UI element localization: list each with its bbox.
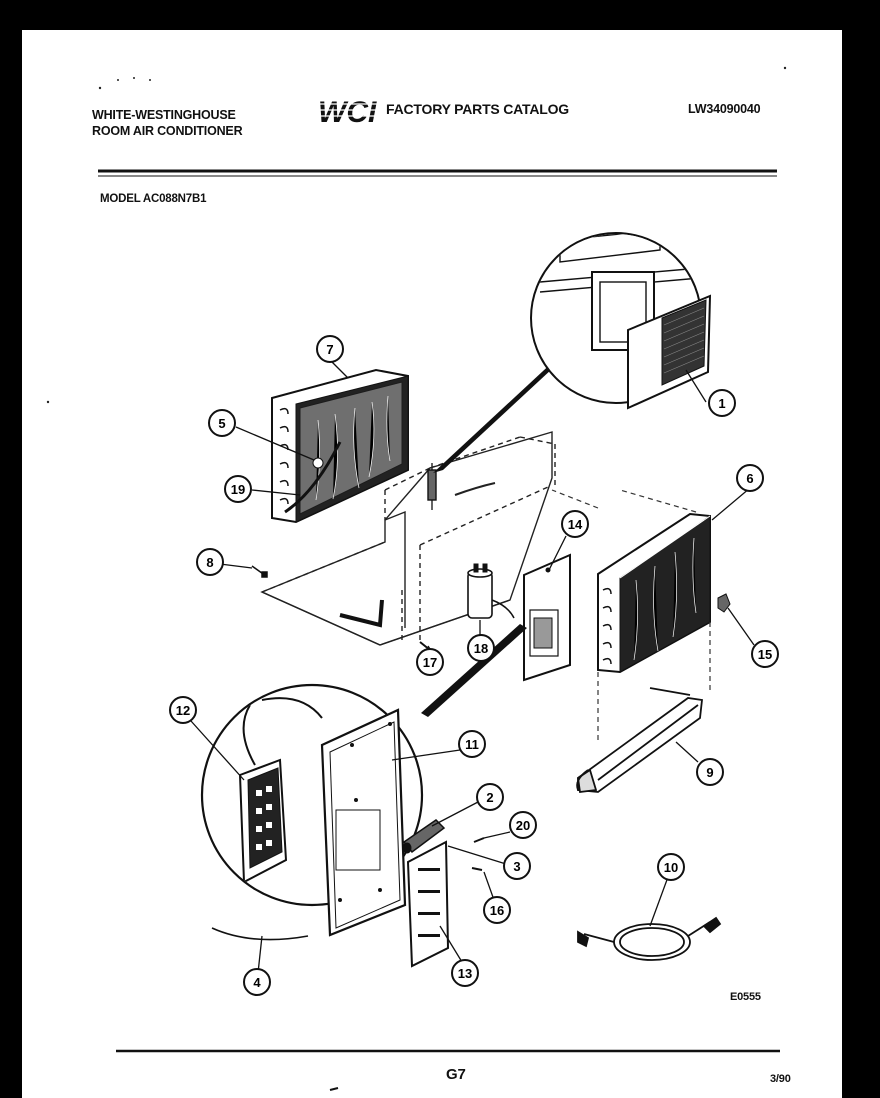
evaporator-coil-part — [271, 368, 409, 524]
switch-knob-part — [402, 819, 485, 871]
callout-11: 11 — [458, 730, 486, 758]
callout-14: 14 — [561, 510, 589, 538]
svg-text:15: 15 — [758, 647, 772, 662]
screw-8 — [251, 565, 268, 578]
callout-13: 13 — [451, 959, 479, 987]
svg-text:6: 6 — [746, 471, 753, 486]
callout-7: 7 — [316, 335, 344, 363]
condenser-coil-part — [597, 512, 731, 674]
svg-text:3: 3 — [513, 859, 520, 874]
svg-text:7: 7 — [326, 342, 333, 357]
fastener-15 — [717, 593, 731, 613]
nameplate-part — [406, 840, 450, 968]
callout-6: 6 — [736, 464, 764, 492]
control-bracket-part — [523, 553, 571, 682]
power-cord-part — [577, 916, 722, 961]
svg-text:16: 16 — [490, 903, 504, 918]
air-filter-part — [627, 294, 712, 410]
control-panel-part — [320, 708, 407, 937]
svg-text:5: 5 — [218, 416, 225, 431]
callout-3: 3 — [503, 852, 531, 880]
filter-detail-magnifier — [530, 232, 712, 410]
brand-line-2: ROOM AIR CONDITIONER — [92, 124, 243, 138]
svg-text:13: 13 — [458, 966, 472, 981]
catalog-number: LW34090040 — [688, 102, 761, 116]
callout-20: 20 — [509, 811, 537, 839]
page-number: G7 — [446, 1066, 466, 1083]
callout-2: 2 — [476, 783, 504, 811]
catalog-title: FACTORY PARTS CATALOG — [386, 101, 569, 117]
brand-line-1: WHITE-WESTINGHOUSE — [92, 108, 236, 122]
logo-wordmark: WCI — [318, 96, 377, 129]
callout-9: 9 — [696, 758, 724, 786]
svg-text:8: 8 — [206, 555, 213, 570]
callout-8: 8 — [196, 548, 224, 576]
svg-text:11: 11 — [465, 737, 479, 752]
svg-text:18: 18 — [474, 641, 488, 656]
callout-1: 1 — [708, 389, 736, 417]
svg-text:17: 17 — [423, 655, 437, 670]
model-label: MODEL AC088N7B1 — [100, 193, 207, 205]
callout-15: 15 — [751, 640, 779, 668]
revision-date: 3/90 — [770, 1073, 791, 1085]
wire-part — [211, 927, 309, 941]
condenser-guide-lines — [551, 489, 711, 740]
svg-text:12: 12 — [176, 703, 190, 718]
svg-text:1: 1 — [718, 396, 725, 411]
wci-logo: WCI — [314, 96, 384, 129]
callout-19: 19 — [224, 475, 252, 503]
svg-text:2: 2 — [486, 790, 493, 805]
drain-pan-part — [576, 687, 703, 794]
callout-18: 18 — [467, 634, 495, 662]
callout-17: 17 — [416, 648, 444, 676]
callout-bubbles: 1 2 3 4 5 6 7 8 9 10 11 12 13 14 15 16 1… — [169, 335, 779, 996]
footer-mark — [329, 1087, 339, 1091]
svg-text:19: 19 — [231, 482, 245, 497]
svg-text:20: 20 — [516, 818, 530, 833]
capacitor-part — [467, 563, 515, 619]
svg-text:10: 10 — [664, 860, 678, 875]
magnifier-pointer — [433, 343, 580, 473]
svg-text:9: 9 — [706, 765, 713, 780]
callout-5: 5 — [208, 409, 236, 437]
svg-text:4: 4 — [253, 975, 261, 990]
magnifier-pointer-2 — [421, 624, 527, 717]
drawing-code: E0555 — [730, 991, 761, 1003]
callout-10: 10 — [657, 853, 685, 881]
leader-lines — [190, 359, 755, 974]
callout-16: 16 — [483, 896, 511, 924]
callout-12: 12 — [169, 696, 197, 724]
svg-text:14: 14 — [568, 517, 583, 532]
callout-4: 4 — [243, 968, 271, 996]
